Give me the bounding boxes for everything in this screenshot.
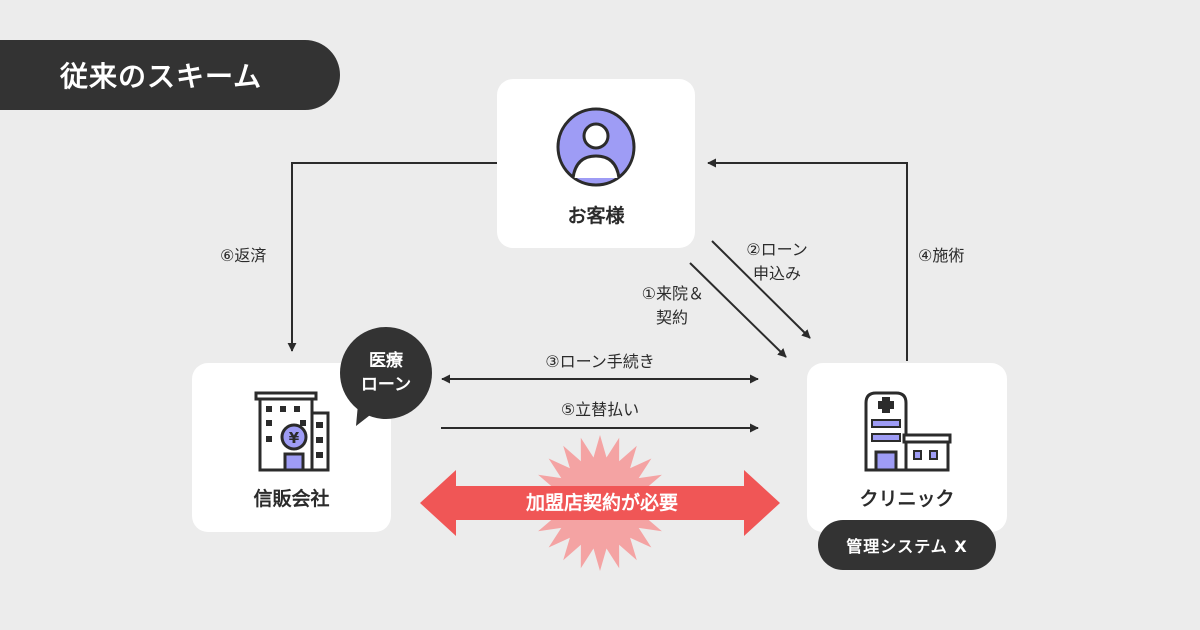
clinic-label: クリニック (859, 488, 955, 510)
label-visit-contract: ①来院＆ 契約 (600, 282, 704, 330)
label-visit-contract-line-1: ①来院＆ (641, 284, 704, 303)
arrow-treatment (707, 158, 908, 361)
label-treatment: ④施術 (918, 246, 965, 265)
merchant-contract-required-text: 加盟店契約が必要 (525, 492, 678, 514)
arrow-loan-application (711, 240, 811, 339)
bubble-line-1: 医療 (369, 351, 403, 371)
arrow-visit-contract (689, 262, 787, 358)
label-repayment: ⑥返済 (220, 246, 267, 265)
bank-building-icon: ¥ (254, 391, 330, 472)
callout-double-arrow (420, 470, 780, 536)
label-loan-procedure: ③ローン手続き (545, 352, 655, 371)
arrow-repayment (287, 162, 497, 352)
label-visit-contract-line-2: 契約 (655, 308, 688, 327)
bubble-line-2: ローン (360, 375, 412, 395)
management-system-badge: 管理システム X (818, 520, 996, 570)
person-avatar-icon (556, 107, 636, 187)
medical-loan-bubble: 医療 ローン (340, 327, 432, 419)
customer-label: お客様 (567, 205, 625, 227)
customer-card: お客様 (497, 79, 695, 248)
hospital-building-icon (864, 391, 952, 472)
label-loan-application: ②ローン 申込み (732, 238, 822, 286)
label-loan-application-line-2: 申込み (752, 264, 801, 283)
label-loan-application-line-1: ②ローン (746, 240, 808, 259)
svg-text:¥: ¥ (289, 429, 300, 447)
finance-company-label: 信販会社 (253, 488, 330, 510)
label-advance-payment: ⑤立替払い (560, 400, 640, 419)
scheme-title: 従来のスキーム (0, 40, 340, 110)
